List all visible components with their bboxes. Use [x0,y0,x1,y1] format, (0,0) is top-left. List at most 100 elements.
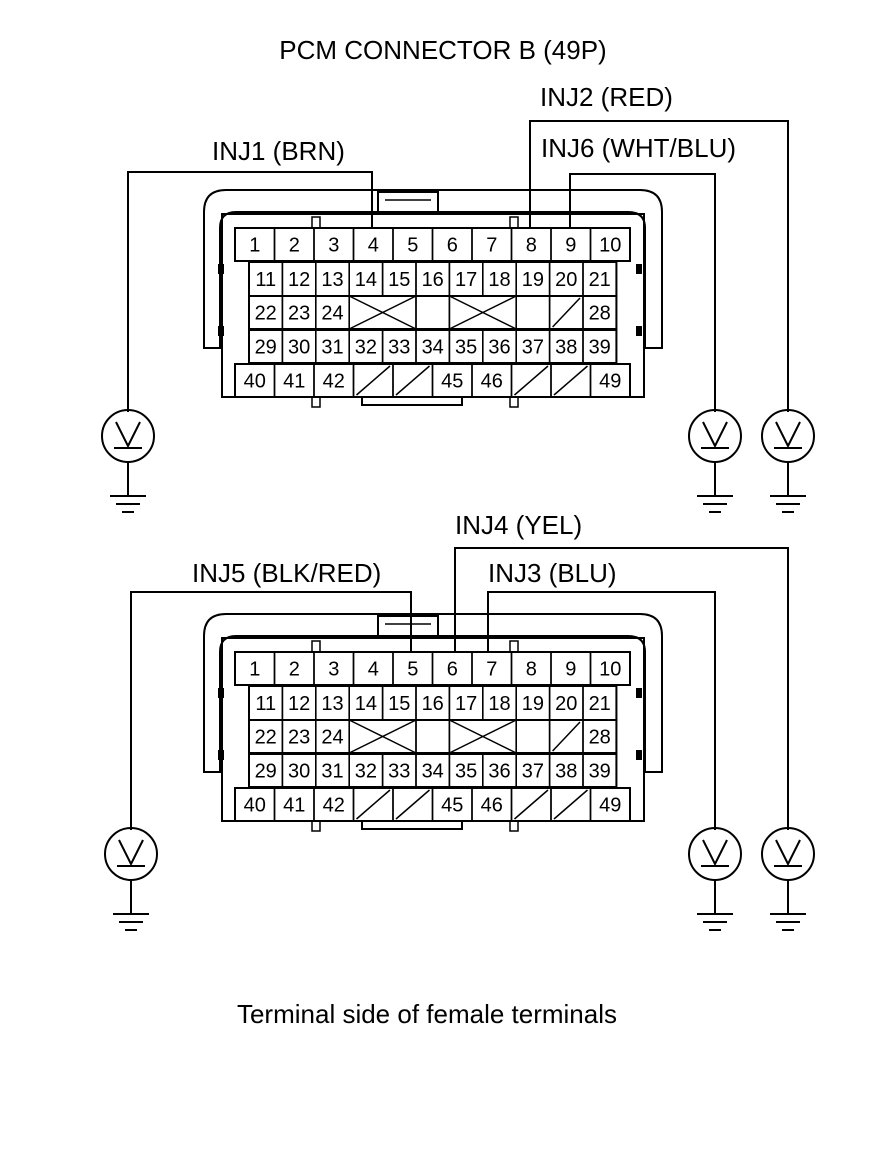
pin-label: 3 [328,235,339,257]
ground-icon [697,880,733,931]
pin-label: 39 [589,337,611,359]
pin-label: 38 [555,761,577,783]
voltmeters [101,409,815,931]
pin-cell [589,787,631,822]
probe-label-inj6: INJ6 (WHT/BLU) [541,133,736,163]
pin-label: 24 [321,303,343,325]
pin-label: 19 [522,693,544,715]
probe-label-inj5: INJ5 (BLK/RED) [192,558,381,588]
pin-label: 30 [288,761,310,783]
pin-label: 11 [255,269,276,291]
pin-label: 28 [589,303,611,325]
pin-label: 42 [323,795,345,817]
pin-label: 34 [422,761,444,783]
pin-label: 15 [388,269,410,291]
pin-label: 40 [244,371,266,393]
pin-label: 20 [555,269,577,291]
ground-icon [770,880,806,931]
pin-label: 13 [321,693,343,715]
pin-label: 46 [481,795,503,817]
pin-label: 7 [486,235,497,257]
pin-label: 32 [355,761,377,783]
pin-label: 4 [368,659,379,681]
pin-label: 41 [283,795,305,817]
pin-label: 23 [288,727,310,749]
probe-inj1: INJ1 (BRN) [127,136,373,412]
pin-label: 9 [565,659,576,681]
pin-label: 1 [249,235,260,257]
pin-label: 31 [321,337,343,359]
probe-inj3: INJ3 (BLU) [487,558,716,830]
diagram-title: PCM CONNECTOR B (49P) [279,35,606,65]
pin-label: 22 [255,303,277,325]
pin-label: 45 [441,371,463,393]
pin-label: 28 [589,727,611,749]
pin-label: 18 [488,269,510,291]
probe-inj5: INJ5 (BLK/RED) [130,558,412,830]
pin-label: 16 [422,269,444,291]
probe-label-inj2: INJ2 (RED) [540,82,673,112]
probe-inj4: INJ4 (YEL) [454,510,789,830]
pin-label: 2 [289,235,300,257]
pin-label: 37 [522,337,544,359]
probe-label-inj3: INJ3 (BLU) [488,558,617,588]
pin-label: 49 [599,795,621,817]
pin-label: 7 [486,659,497,681]
pin-label: 9 [565,235,576,257]
pin-label: 18 [488,693,510,715]
probe-label-inj4: INJ4 (YEL) [455,510,582,540]
pin-label: 5 [407,235,418,257]
diagram-caption: Terminal side of female terminals [237,999,617,1029]
pin-label: 14 [355,693,377,715]
pin-label: 19 [522,269,544,291]
pin-label: 30 [288,337,310,359]
pin-label: 24 [321,727,343,749]
pin-label: 35 [455,761,477,783]
pin-label: 10 [599,659,621,681]
pin-label: 2 [289,659,300,681]
pin-label: 10 [599,235,621,257]
pin-label: 33 [388,337,410,359]
pin-label: 11 [255,693,276,715]
pin-label: 6 [447,235,458,257]
pin-label: 31 [321,761,343,783]
pin-label: 4 [368,235,379,257]
pin-label: 32 [355,337,377,359]
pin-label: 6 [447,659,458,681]
pin-label: 8 [526,235,537,257]
pin-label: 29 [255,761,277,783]
pin-label: 22 [255,727,277,749]
pin-label: 45 [441,795,463,817]
pin-label: 1 [249,659,260,681]
pin-label: 23 [288,303,310,325]
pin-label: 41 [283,371,305,393]
probe-label-inj1: INJ1 (BRN) [212,136,345,166]
pin-cell [589,363,631,398]
pin-label: 29 [255,337,277,359]
ground-icon [697,462,733,513]
pin-label: 15 [388,693,410,715]
pin-label: 17 [455,269,477,291]
pin-label: 38 [555,337,577,359]
pin-label: 33 [388,761,410,783]
pin-label: 5 [407,659,418,681]
pin-label: 21 [589,693,611,715]
pin-label: 17 [455,693,477,715]
pin-label: 46 [481,371,503,393]
pin-label: 37 [522,761,544,783]
probe-inj6: INJ6 (WHT/BLU) [541,133,736,412]
pin-label: 3 [328,659,339,681]
probe-inj2: INJ2 (RED) [529,82,789,412]
pin-label: 36 [488,337,510,359]
pin-label: 21 [589,269,611,291]
ground-icon [770,462,806,513]
pin-label: 49 [599,371,621,393]
pin-label: 14 [355,269,377,291]
ground-icon [110,462,146,513]
pin-label: 36 [488,761,510,783]
pin-label: 12 [288,693,310,715]
pin-label: 39 [589,761,611,783]
